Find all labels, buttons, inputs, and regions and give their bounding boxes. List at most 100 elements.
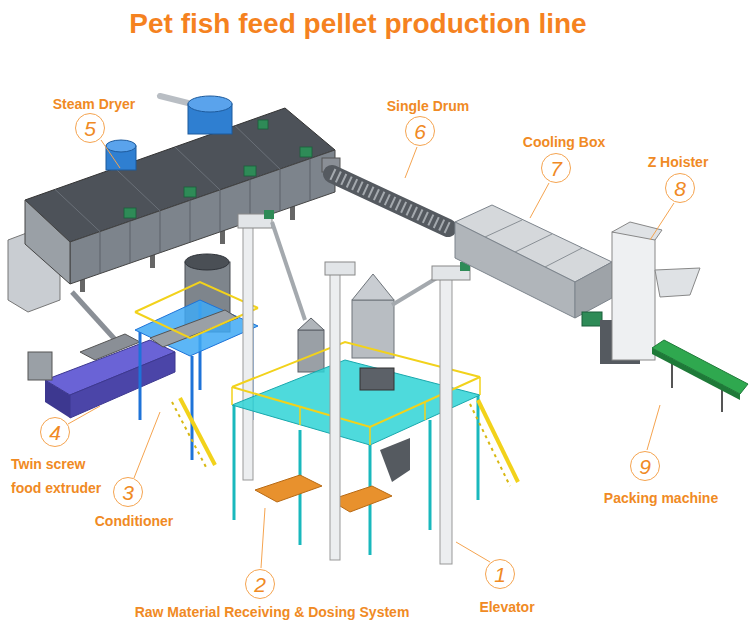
mixer (360, 368, 394, 390)
feed-pipe (272, 222, 305, 320)
leader-line (650, 203, 674, 240)
stairs (478, 400, 518, 482)
callout-number: 5 (84, 118, 96, 139)
band-line (115, 168, 160, 211)
callout-circle: Steam Dryer5 (75, 113, 105, 143)
part-label: Cooling Box (523, 133, 605, 151)
frame-post (429, 420, 432, 530)
callout-circle: Single Drum6 (405, 116, 435, 146)
railing (135, 282, 258, 312)
hopper (655, 268, 700, 297)
band-line (235, 126, 280, 169)
leader-line (530, 183, 549, 218)
part-label: Packing machine (604, 489, 718, 507)
part-label: Steam Dryer (53, 95, 136, 113)
frame-post (477, 396, 480, 500)
callout-number: 1 (494, 564, 506, 585)
frame-post (139, 332, 142, 420)
part-label: Z Hoister (648, 153, 709, 171)
callout-circle: Twin screw food extruder4 (40, 417, 70, 447)
silo-roof (352, 274, 394, 300)
callout-circle: Raw Material Receiving & Dosing System2 (245, 569, 275, 599)
band-line (55, 189, 100, 231)
extruder-motor (28, 352, 52, 380)
extruder-end (45, 380, 70, 418)
packing-conveyor (652, 340, 748, 394)
coating-drum (332, 174, 448, 228)
part-label: Elevator (479, 598, 534, 616)
hopper (380, 438, 410, 482)
panel-line (310, 159, 311, 201)
stair-steps (172, 402, 207, 469)
bucket-elevator (243, 220, 253, 480)
leader-line (405, 147, 417, 178)
z-hoister (612, 232, 655, 360)
grille-line (515, 234, 552, 252)
callout-circle: Z Hoister8 (665, 173, 695, 203)
leader-line (134, 412, 160, 478)
callout-circle: Conditioner3 (113, 477, 143, 507)
stairs (180, 398, 215, 465)
post (299, 407, 301, 425)
motor (184, 187, 196, 197)
feed-pipe (72, 292, 120, 345)
panel-line (130, 221, 131, 263)
bucket-elevator (330, 268, 340, 560)
callout-number: 7 (550, 158, 562, 179)
drum-texture (332, 174, 448, 228)
dosing-bin (255, 475, 322, 502)
callout-number: 8 (674, 178, 686, 199)
part-label: Raw Material Receiving & Dosing System (135, 603, 410, 621)
dryer-top-bands (55, 126, 280, 232)
post (369, 427, 371, 445)
motor (244, 166, 256, 176)
motor (264, 210, 274, 219)
dryer-fan-top (188, 96, 232, 112)
title: Pet fish feed pellet production line (0, 8, 716, 40)
extruder-barrel (80, 334, 140, 360)
silo-opening (185, 254, 229, 270)
grille-line (545, 248, 582, 267)
motor (124, 208, 136, 218)
elevator-head (325, 262, 355, 275)
cooler-front (455, 222, 575, 318)
part-label: Twin screw food extruder (11, 452, 111, 500)
grille-line (485, 220, 522, 237)
panel-line (280, 169, 281, 211)
extruder-front (70, 352, 175, 418)
callout-number: 3 (122, 482, 134, 503)
motor (300, 147, 312, 157)
callout-circle: Packing machine9 (630, 451, 660, 481)
panel-line (190, 200, 191, 242)
leader-lines (68, 140, 674, 568)
part-label: Conditioner (95, 512, 174, 530)
silo-roof (298, 318, 324, 330)
hoister-top (612, 222, 662, 240)
post (231, 387, 233, 405)
conditioner-platform (135, 300, 258, 356)
post (424, 402, 426, 420)
panel-line (160, 211, 161, 253)
conditioner-body (150, 310, 238, 347)
callout-circle: Elevator1 (485, 559, 515, 589)
leader-line (456, 542, 490, 562)
cooler-grille (485, 220, 582, 267)
callout-number: 4 (49, 422, 61, 443)
callout-number: 6 (414, 121, 426, 142)
panel-line (220, 190, 221, 232)
dryer-motors (124, 120, 312, 218)
panel-line (100, 232, 101, 274)
dryer-fan-top (106, 140, 136, 152)
bucket-elevator (440, 276, 452, 564)
motor (258, 120, 268, 129)
leader-line (101, 140, 120, 168)
stair-steps (470, 404, 510, 486)
leader-line (647, 405, 660, 450)
leader-line (68, 406, 100, 424)
conveyor-side (652, 348, 740, 400)
cooler-end (575, 262, 612, 318)
callout-circle: Cooling Box7 (541, 153, 571, 183)
dryer-end (25, 200, 70, 284)
